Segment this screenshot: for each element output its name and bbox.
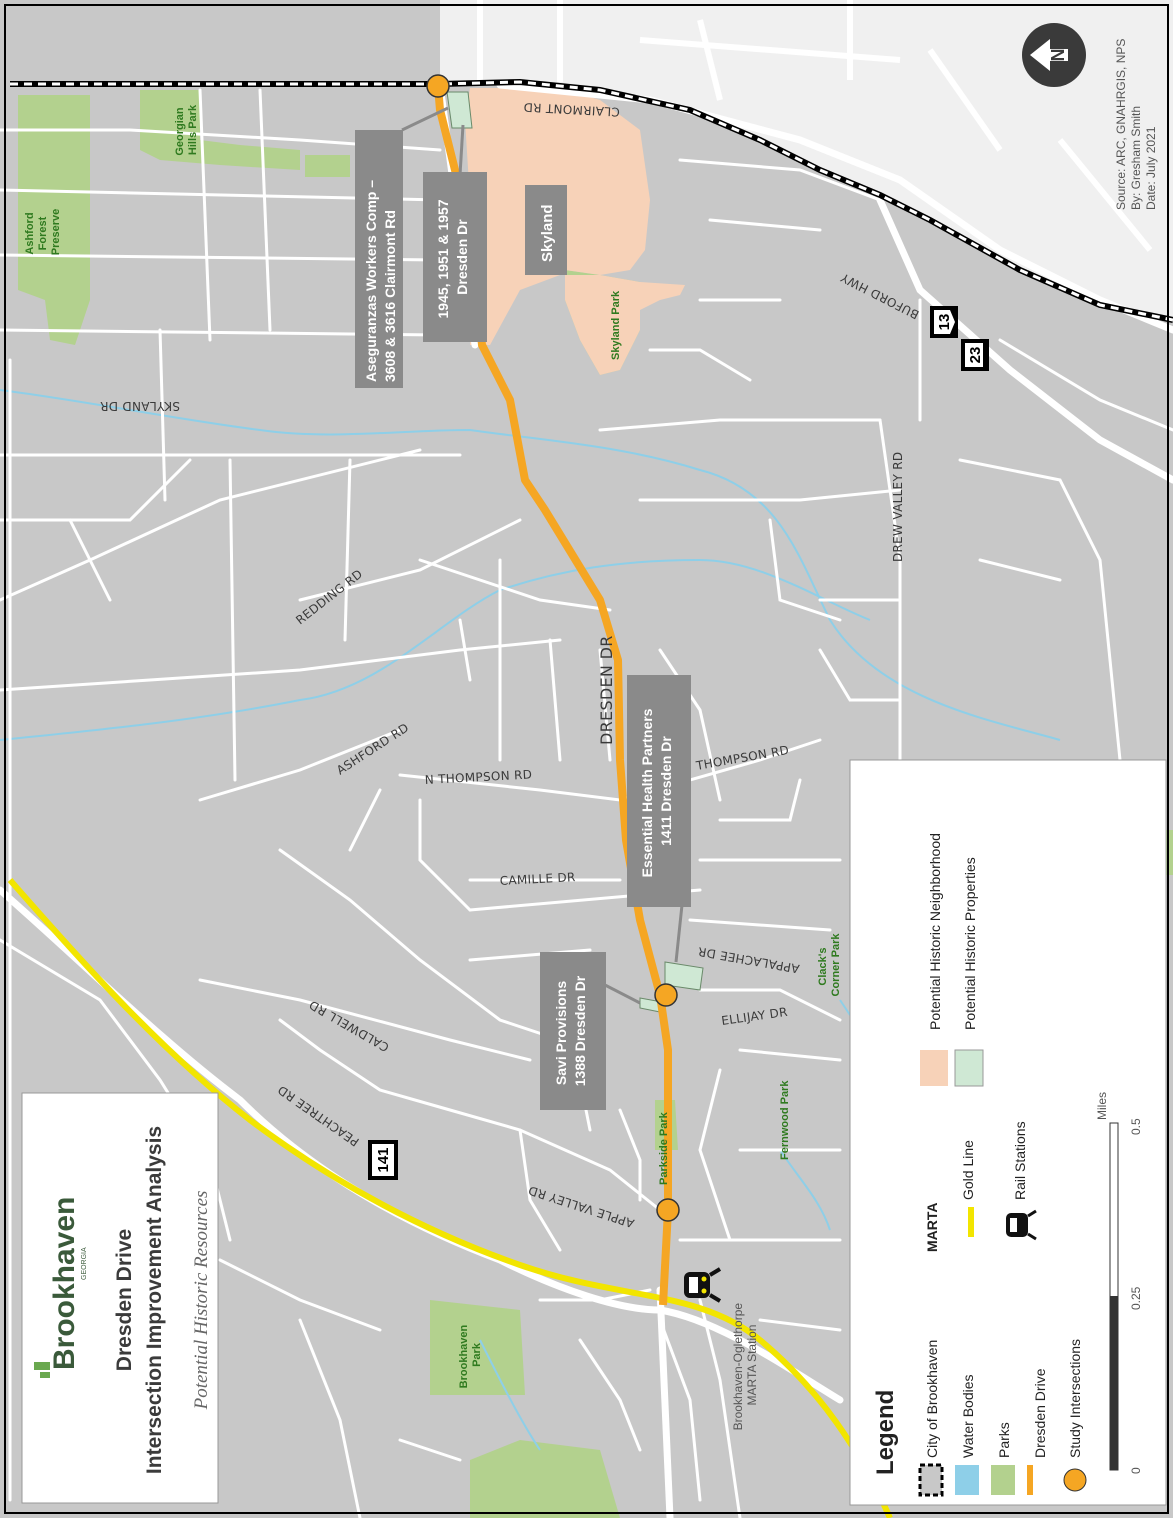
- scale-bar: 0 0.25 0.5 Miles: [1095, 1092, 1143, 1474]
- label-camille-dr: CAMILLE DR: [499, 870, 575, 888]
- city-boundary-dash: [10, 80, 1173, 322]
- marta-gold-line: [7, 878, 893, 1518]
- source-text: Source: ARC, GNAHRGIS, NPS By: Gresham S…: [1114, 35, 1158, 210]
- legend-gold: Gold Line: [960, 1140, 976, 1200]
- scale-tick-05: 0.5: [1129, 1118, 1143, 1135]
- legend-props: Potential Historic Properties: [962, 857, 978, 1030]
- neighborhood-label: Skyland: [539, 204, 556, 262]
- callout-dresden-1945: 1945, 1951 & 1957 Dresden Dr: [423, 124, 487, 342]
- scale-unit: Miles: [1095, 1092, 1109, 1120]
- label-ashford-forest-preserve: Ashford Forest Preserve: [24, 209, 62, 256]
- legend-swatch-water: [955, 1465, 979, 1495]
- label-skyland-dr: SKYLAND DR: [100, 399, 180, 413]
- label-n-thompson-rd: N THOMPSON RD: [424, 767, 532, 787]
- park-bottom: [470, 1440, 620, 1518]
- legend-rail-icon: [1006, 1209, 1037, 1241]
- legend-city: City of Brookhaven: [924, 1340, 940, 1458]
- logo-subtext: GEORGIA: [81, 1247, 88, 1280]
- callout-essential-line2: 1411 Dresden Dr: [658, 736, 674, 846]
- legend-water: Water Bodies: [960, 1374, 976, 1458]
- rail-station-icon[interactable]: [684, 1267, 722, 1303]
- svg-text:1945, 1951 & 1957 Dresde: 1945, 1951 & 1957 Dresden Dr: [435, 196, 470, 319]
- property-essential: [664, 961, 704, 991]
- brookhaven-logo: Brookhaven GEORGIA: [34, 1197, 88, 1378]
- legend-parks: Parks: [996, 1422, 1012, 1458]
- callout-essential-line1: Essential Health Partners: [639, 708, 655, 877]
- legend-swatch-city: [918, 1463, 944, 1497]
- callout-savi-line1: Savi Provisions: [553, 981, 569, 1085]
- callout-aseguranzas-line2: 3608 & 3616 Clairmont Rd: [382, 210, 398, 382]
- park-ashford-forest: [18, 95, 90, 345]
- callout-dresden-1945-line2: Dresden Dr: [454, 219, 470, 295]
- road-network: [0, 88, 1173, 1518]
- study-intersection-appalachee[interactable]: [654, 983, 678, 1007]
- route-shield-13: 13: [930, 306, 958, 338]
- title-block: Brookhaven GEORGIA Dresden Drive Interse…: [21, 1092, 219, 1504]
- label-dresden-dr: DRESDEN DR: [597, 635, 616, 745]
- title-line3: Potential Historic Resources: [191, 1191, 212, 1411]
- legend-rail: Rail Stations: [1012, 1121, 1028, 1200]
- legend-swatch-parks: [991, 1465, 1015, 1495]
- historic-neighborhood-skyland: [465, 88, 685, 375]
- label-brookhaven-park: Brookhaven Park: [458, 1322, 483, 1389]
- north-arrow-icon: N: [1022, 23, 1086, 87]
- legend-swatch-props: [954, 1049, 984, 1087]
- shield-label-141: 141: [375, 1147, 392, 1172]
- legend: Legend City of Brookhaven Water Bodies P…: [849, 759, 1167, 1506]
- park-strip: [305, 155, 350, 177]
- route-shield-23: 23: [961, 339, 989, 371]
- scale-tick-025: 0.25: [1129, 1286, 1143, 1310]
- scale-tick-0: 0: [1129, 1467, 1143, 1474]
- outside-city-roads: [477, 0, 1153, 252]
- legend-marta: MARTA: [924, 1202, 940, 1252]
- svg-text:Savi Provisions 1388 Dre: Savi Provisions 1388 Dresden Dr: [553, 975, 588, 1086]
- shield-label-23: 23: [967, 347, 984, 364]
- legend-swatch-study: [1063, 1468, 1087, 1492]
- title-line1: Dresden Drive: [113, 1229, 136, 1371]
- legend-swatch-gold: [968, 1207, 974, 1237]
- neighborhood-label-box: [525, 185, 567, 275]
- svg-text:N: N: [1048, 49, 1068, 62]
- callout-aseguranzas: Aseguranzas Workers Comp – 3608 & 3616 C…: [355, 106, 449, 388]
- station-label: Brookhaven-Oglethorpe MARTA Station: [731, 1300, 759, 1431]
- callout-essential: Essential Health Partners 1411 Dresden D…: [627, 675, 691, 963]
- legend-dresden: Dresden Drive: [1032, 1368, 1048, 1458]
- label-skyland-park: Skyland Park: [610, 290, 622, 360]
- svg-text:Essential Health Partners: Essential Health Partners 1411 Dresden D…: [639, 705, 674, 878]
- label-clairmont-rd: CLAIRMONT RD: [523, 100, 620, 119]
- park-brookhaven: [430, 1300, 525, 1395]
- label-georgian-hills-park: Georgian Hills Park: [174, 104, 199, 156]
- svg-text:Aseguranzas Workers Comp –: Aseguranzas Workers Comp – 3608 & 3616 C…: [363, 176, 398, 382]
- label-drew-valley-rd: DREW VALLEY RD: [891, 452, 905, 562]
- label-fernwood-park: Fernwood Park: [779, 1080, 791, 1160]
- legend-title: Legend: [872, 1390, 899, 1475]
- label-clacks-corner-park: Clack's Corner Park: [817, 933, 842, 997]
- legend-nbhd: Potential Historic Neighborhood: [927, 833, 943, 1030]
- title-line2: Intersection Improvement Analysis: [143, 1126, 166, 1474]
- callout-savi: Savi Provisions 1388 Dresden Dr: [540, 952, 641, 1110]
- shield-label-13: 13: [936, 314, 953, 331]
- label-parkside-park: Parkside Park: [658, 1111, 670, 1185]
- legend-study: Study Intersections: [1067, 1339, 1083, 1458]
- legend-swatch-dresden: [1027, 1465, 1033, 1495]
- study-intersection-clairmont[interactable]: [426, 74, 450, 98]
- route-shield-141: 141: [368, 1140, 398, 1180]
- study-intersection-apple-valley[interactable]: [656, 1198, 680, 1222]
- logo-text: Brookhaven: [48, 1197, 81, 1370]
- legend-swatch-nbhd: [920, 1050, 948, 1086]
- callout-savi-line2: 1388 Dresden Dr: [572, 975, 588, 1086]
- callout-aseguranzas-line1: Aseguranzas Workers Comp –: [363, 180, 379, 382]
- map-frame: [4, 4, 1169, 1514]
- property-aseguranzas: [446, 91, 473, 129]
- callout-dresden-1945-line1: 1945, 1951 & 1957: [435, 199, 451, 318]
- park-georgian-hills: [140, 90, 300, 170]
